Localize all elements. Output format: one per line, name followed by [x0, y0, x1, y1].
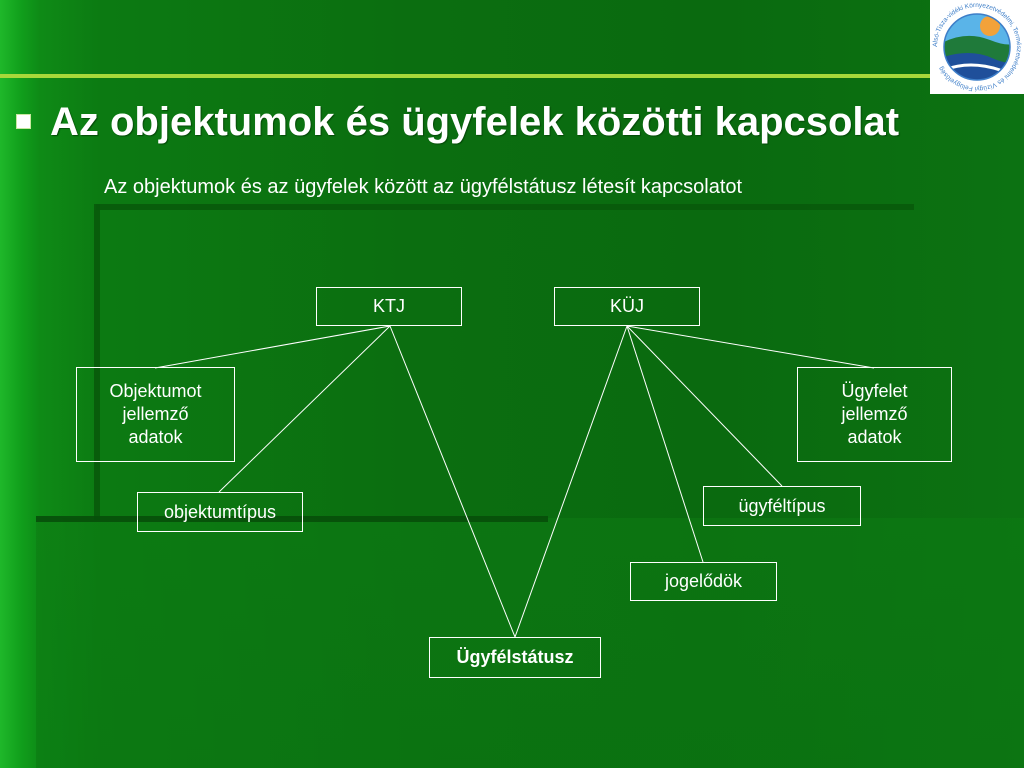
edge-ktj-objektumtipus — [218, 325, 391, 493]
title-row: Az objektumok és ügyfelek közötti kapcso… — [12, 96, 1018, 152]
node-kuj: KÜJ — [554, 287, 700, 326]
edge-kuj-ugyfel-adatok — [626, 325, 875, 369]
seal-inner-ring — [943, 13, 1011, 81]
edge-ktj-objektum-adatok — [154, 325, 391, 369]
square-bullet-icon — [16, 114, 31, 129]
node-ugyfel-adatok: Ügyfelet jellemző adatok — [797, 367, 952, 462]
edge-kuj-jogelodok — [626, 325, 704, 563]
seal-sun — [980, 16, 1000, 36]
header-rule — [0, 74, 930, 78]
logo: Alsó-Tisza-vidéki Környezetvédelmi, Term… — [930, 0, 1024, 94]
node-ktj: KTJ — [316, 287, 462, 326]
organization-seal-icon: Alsó-Tisza-vidéki Környezetvédelmi, Term… — [932, 2, 1022, 92]
node-ugyfelstatusz: Ügyfélstátusz — [429, 637, 601, 678]
background-shadow-middle — [36, 516, 548, 522]
edge-kuj-ugyfelstatusz — [514, 325, 628, 638]
background-shadow-top — [96, 204, 914, 210]
node-objektum-adatok: Objektumot jellemző adatok — [76, 367, 235, 462]
node-objektumtipus: objektumtípus — [137, 492, 303, 532]
background-shadow-left — [94, 204, 100, 520]
edge-ktj-ugyfelstatusz — [389, 325, 516, 638]
node-jogelodok: jogelődök — [630, 562, 777, 601]
background-band-lower — [36, 518, 1024, 768]
node-ugyfeltipus: ügyféltípus — [703, 486, 861, 526]
slide-title: Az objektumok és ügyfelek közötti kapcso… — [50, 100, 900, 144]
slide-subtitle: Az objektumok és az ügyfelek között az ü… — [104, 176, 743, 198]
edge-kuj-ugyfeltipus — [626, 325, 783, 487]
seal-water — [944, 53, 1010, 80]
